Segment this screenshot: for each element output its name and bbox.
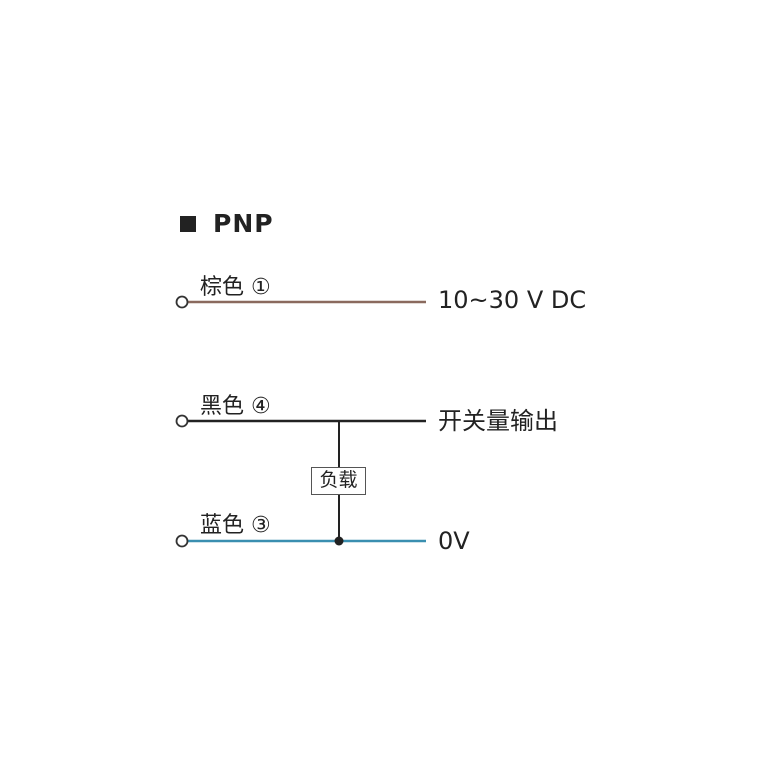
black-wire-label: 黑色 ④ — [200, 394, 271, 419]
brown-wire-label: 棕色 ① — [200, 275, 271, 300]
title-bullet-square — [180, 216, 196, 232]
brown-wire-terminal — [175, 295, 189, 309]
switch-output-label: 开关量输出 — [438, 407, 558, 435]
zero-volt-label: 0V — [438, 527, 470, 555]
black-wire-terminal — [175, 414, 189, 428]
blue-wire-label: 蓝色 ③ — [200, 513, 271, 538]
blue-wire-terminal — [175, 534, 189, 548]
supply-voltage-label: 10~30 V DC — [438, 286, 587, 314]
junction-dot — [334, 536, 344, 546]
diagram-title: PNP — [213, 209, 274, 238]
load-box: 负载 — [311, 467, 366, 495]
